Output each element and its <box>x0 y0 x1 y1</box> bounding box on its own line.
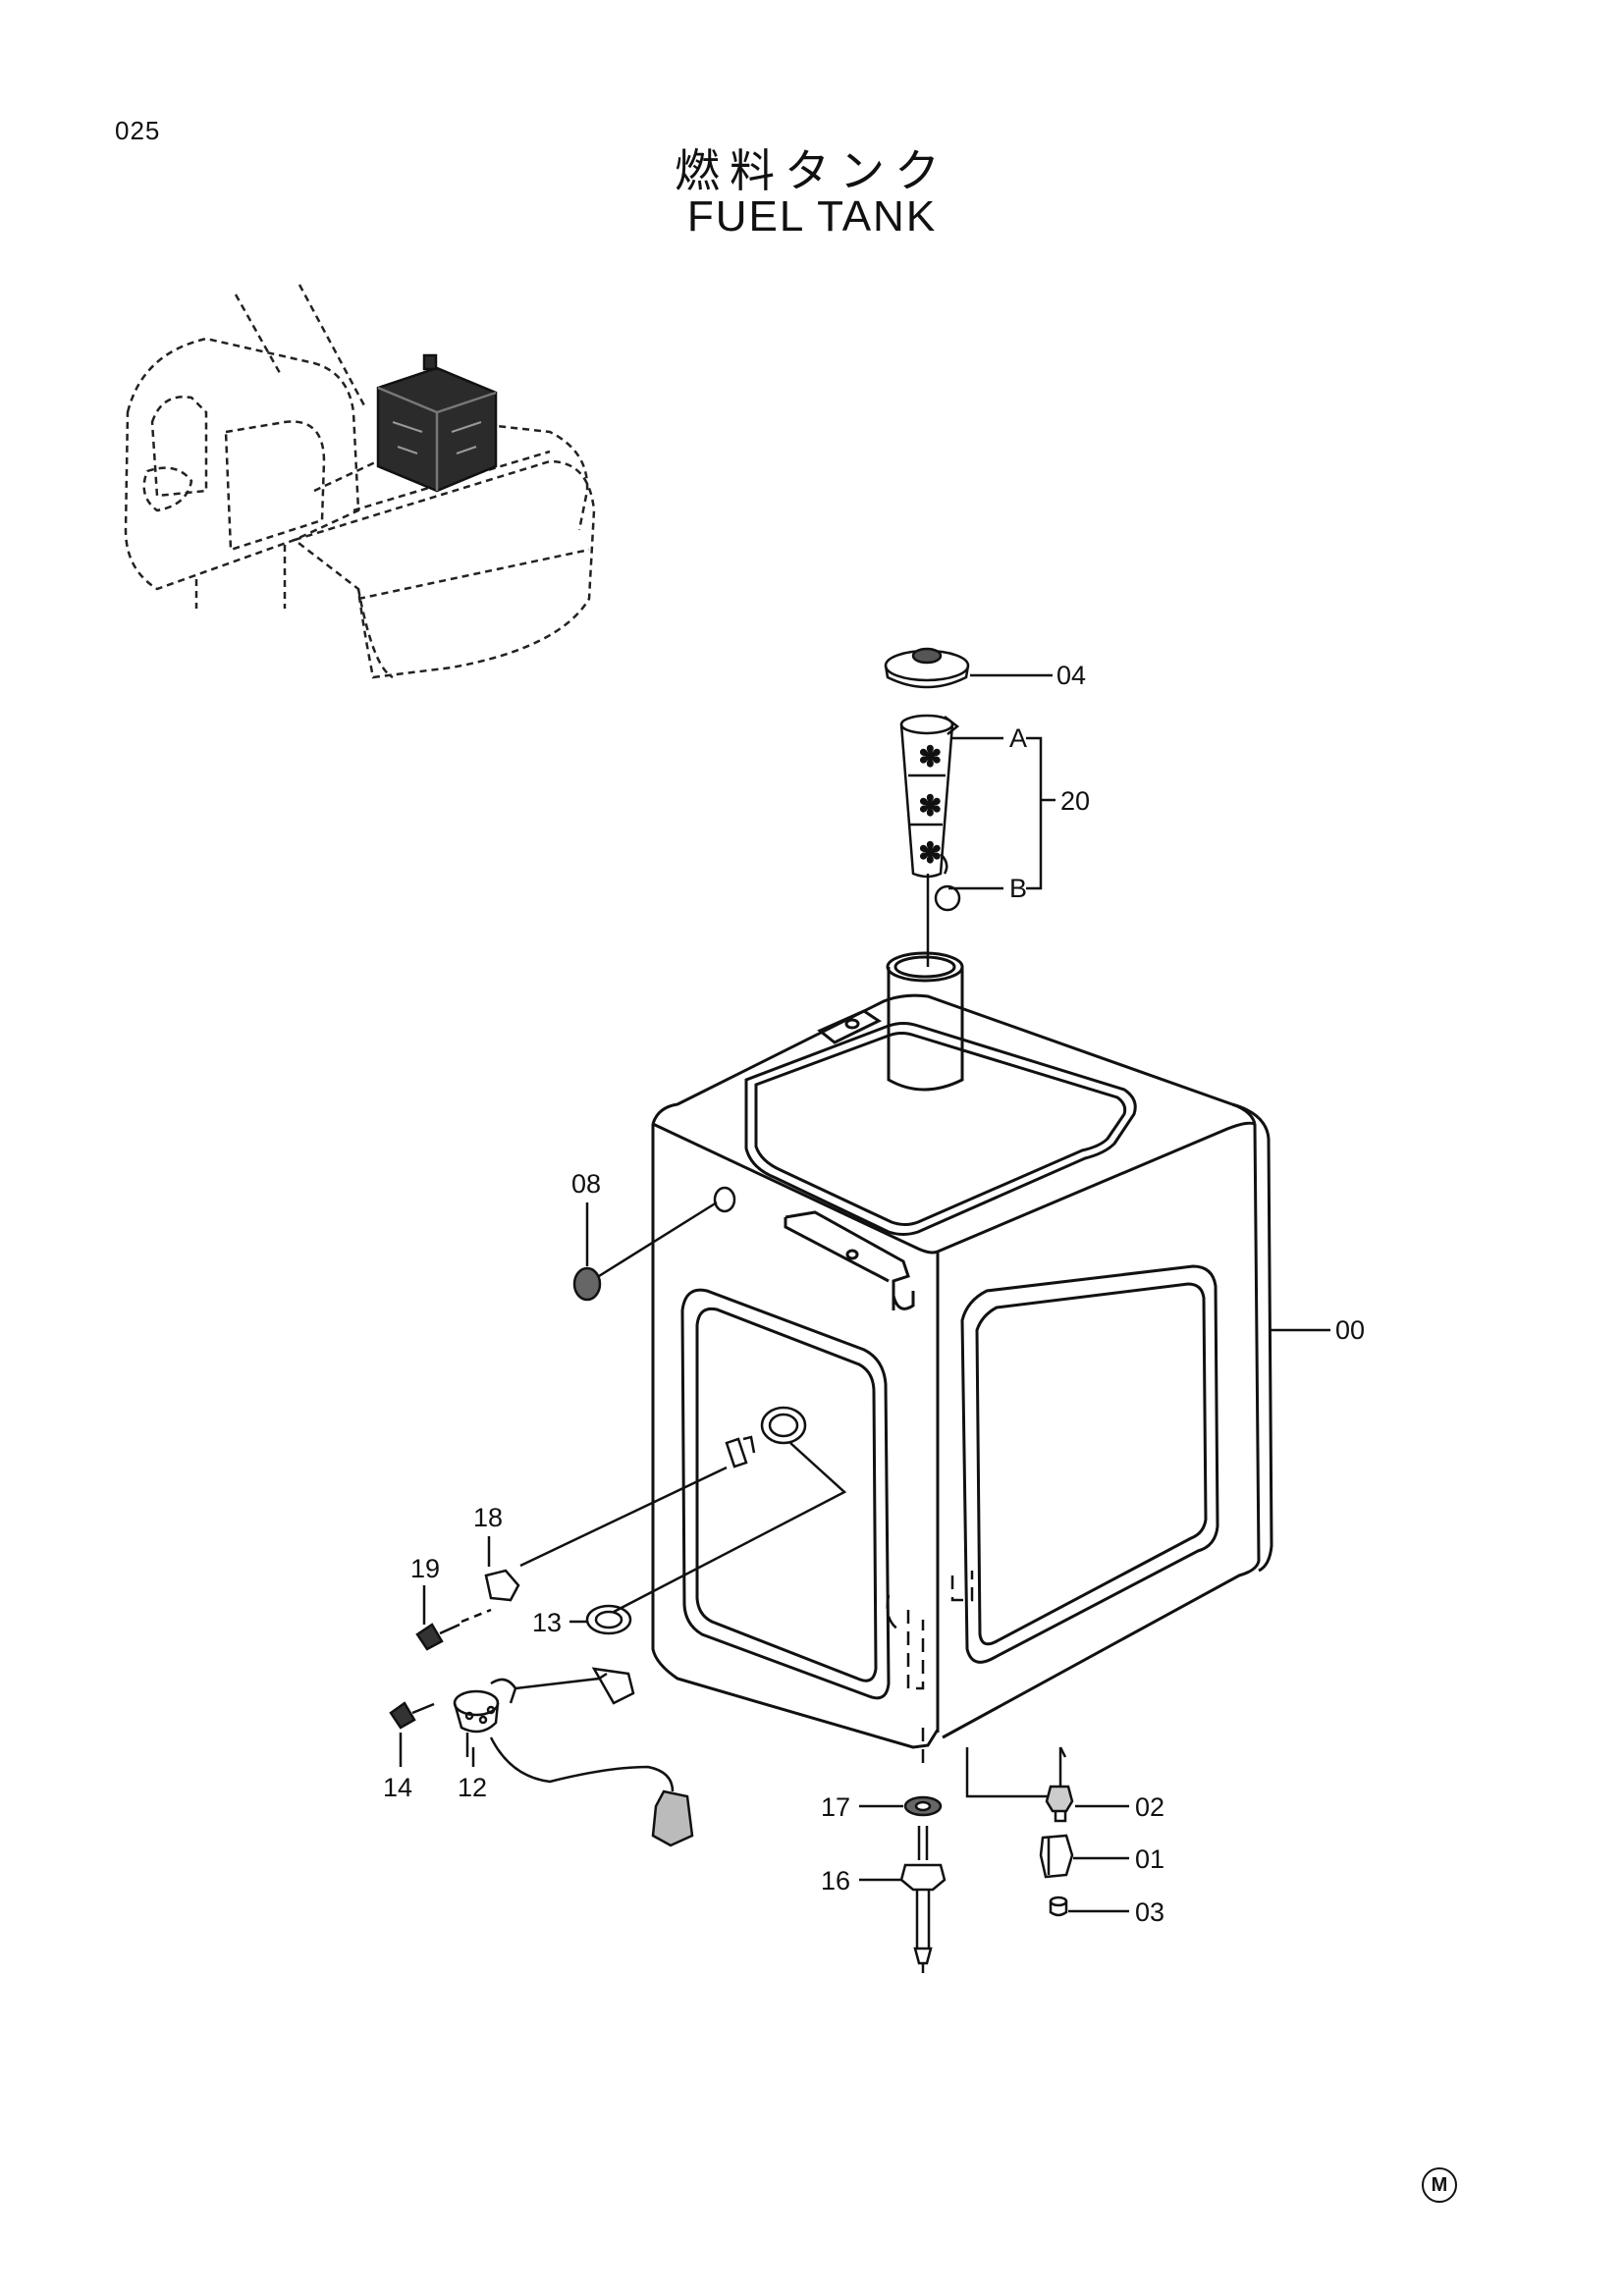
leader-lines <box>399 673 1330 1913</box>
svg-text:✻: ✻ <box>919 791 942 821</box>
callout-19: 19 <box>410 1554 440 1583</box>
callout-12: 12 <box>458 1773 487 1802</box>
callout-03: 03 <box>1135 1897 1164 1927</box>
callout-20: 20 <box>1060 786 1090 816</box>
callout-B: B <box>1009 874 1027 903</box>
title-english: FUEL TANK <box>686 192 938 240</box>
callout-17: 17 <box>821 1792 850 1822</box>
manufacturer-mark: M <box>1422 2167 1457 2203</box>
callout-01: 01 <box>1135 1844 1164 1874</box>
drain-parts <box>899 1746 1074 1973</box>
callout-labels: 04 A 20 B 08 00 18 19 13 14 12 17 16 02 … <box>383 661 1365 1927</box>
callout-18: 18 <box>473 1503 503 1532</box>
callout-16: 16 <box>821 1866 850 1896</box>
callout-14: 14 <box>383 1773 412 1802</box>
callout-08: 08 <box>571 1169 601 1199</box>
callout-A: A <box>1009 723 1027 753</box>
grommet <box>572 1186 736 1302</box>
svg-text:✻: ✻ <box>919 742 942 772</box>
title-japanese: 燃料タンク <box>675 144 949 197</box>
callout-04: 04 <box>1056 661 1086 690</box>
fuel-cap <box>884 647 970 689</box>
excavator-location-view <box>124 284 596 679</box>
fuel-tank-body <box>651 951 1273 1749</box>
page-number: 025 <box>115 116 161 145</box>
callout-02: 02 <box>1135 1792 1164 1822</box>
sender-unit <box>389 1406 847 1847</box>
callout-00: 00 <box>1335 1315 1365 1345</box>
level-gauge: ✻ ✻ ✻ <box>899 714 961 967</box>
svg-text:✻: ✻ <box>919 838 942 868</box>
highlighted-fuel-tank <box>376 353 498 493</box>
callout-13: 13 <box>532 1608 562 1637</box>
